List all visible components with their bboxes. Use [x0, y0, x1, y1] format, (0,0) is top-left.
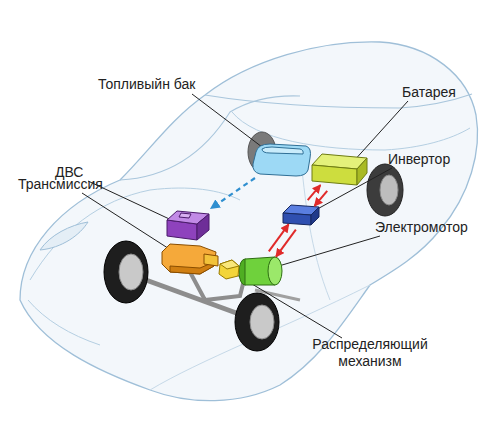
component-label: Батарея — [402, 84, 456, 101]
component-face — [312, 165, 357, 185]
component-face — [311, 207, 319, 225]
hybrid-component: Инвертор — [283, 203, 319, 227]
component-face — [204, 254, 218, 266]
rear-right-hub — [380, 175, 398, 205]
component-shape — [163, 208, 211, 242]
hybrid-component: Топливыйн бак — [250, 142, 312, 178]
component-face — [179, 213, 191, 218]
front-right-hub — [250, 305, 274, 339]
component-shape — [310, 152, 368, 188]
component-face — [268, 257, 282, 285]
flow-arrow — [315, 191, 328, 206]
hybrid-component: Трансмиссия — [160, 238, 218, 276]
component-face — [220, 260, 239, 269]
hybrid-component: Батарея — [310, 152, 368, 188]
component-face — [219, 260, 239, 279]
front-right-wheel — [235, 293, 279, 351]
component-shape — [283, 203, 319, 227]
hybrid-component: Распределяющий механизм — [218, 258, 240, 280]
car-headlight — [40, 222, 88, 250]
front-left-hub — [119, 254, 143, 290]
flow-arrow — [269, 224, 289, 251]
component-shape — [250, 142, 312, 178]
leader-line — [192, 94, 266, 150]
car-grille — [28, 300, 100, 345]
component-label: Электромотор — [375, 219, 468, 236]
component-shape — [160, 238, 218, 276]
component-shape — [218, 258, 240, 280]
component-label: Инвертор — [388, 151, 450, 168]
component-shape — [237, 254, 283, 288]
component-face — [262, 147, 303, 154]
hybrid-component: Электромотор — [237, 254, 283, 288]
component-face — [197, 214, 209, 240]
component-label: Топливыйн бак — [98, 76, 195, 93]
component-face — [253, 144, 311, 176]
leader-line — [272, 236, 380, 268]
component-label: Распределяющий механизм — [300, 336, 440, 370]
component-face — [283, 213, 311, 225]
component-label: Трансмиссия — [18, 176, 103, 193]
leader-line — [82, 193, 174, 252]
front-left-wheel — [104, 241, 148, 303]
flow-arrow — [276, 230, 296, 257]
flow-arrow — [308, 185, 321, 200]
flow-arrow — [211, 178, 255, 208]
hybrid-component: ДВС — [163, 208, 211, 242]
car-body — [20, 42, 478, 401]
component-face — [357, 158, 367, 185]
